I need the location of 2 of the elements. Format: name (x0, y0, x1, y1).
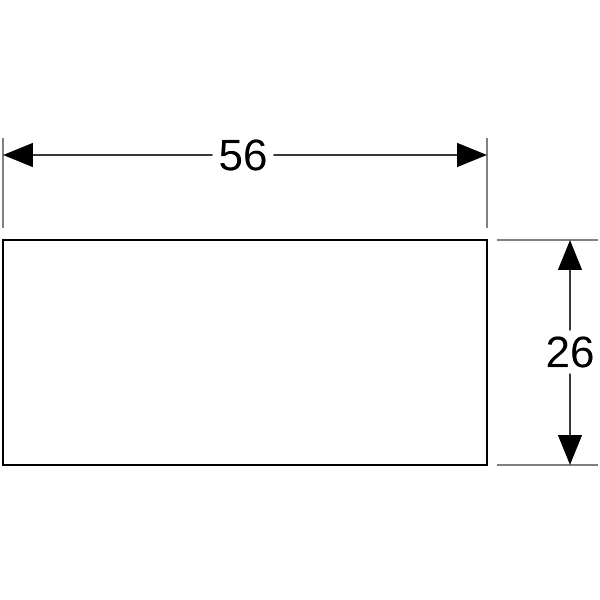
dimension-label: 26 (540, 330, 600, 374)
dimension-label: 56 (212, 133, 274, 177)
